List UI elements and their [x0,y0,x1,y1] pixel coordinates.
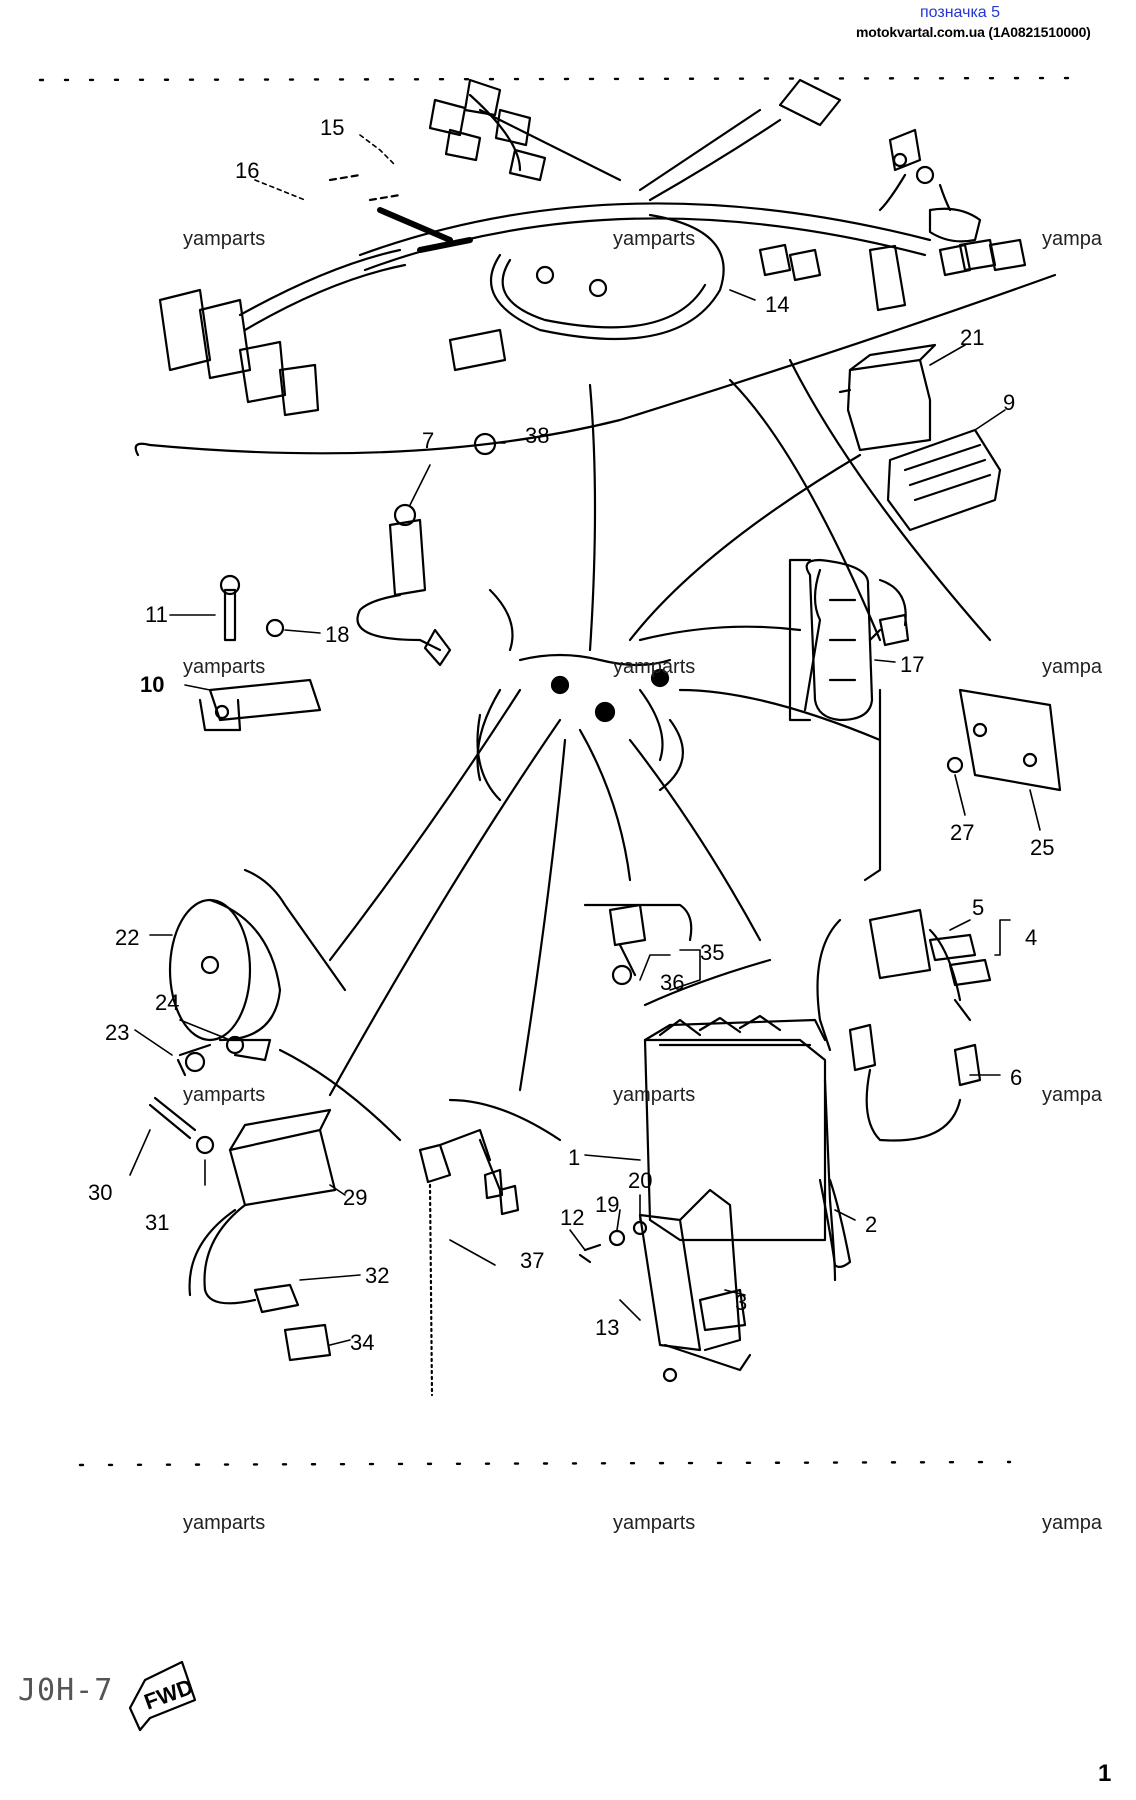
switch-7 [356,503,452,667]
cap-34 [283,1323,332,1362]
label-17: 17 [900,652,924,677]
label-1: 1 [568,1145,580,1170]
battery-bracket [638,1188,752,1383]
label-15: 15 [320,115,344,140]
bolt-12 [578,1243,602,1264]
watermark: yamparts [613,656,696,678]
label-31: 31 [145,1210,169,1235]
header-link[interactable]: позначка 5 [920,4,1001,21]
washer-20 [632,1220,648,1236]
battery-1 [643,1014,837,1282]
label-3: 3 [735,1290,747,1315]
label-10: 10 [140,672,164,697]
watermark: yamparts [183,1084,266,1106]
label-32: 32 [365,1263,389,1288]
bulb-5 [948,958,992,987]
label-4: 4 [1025,925,1037,950]
label-22: 22 [115,925,139,950]
label-34: 34 [350,1330,374,1355]
label-13: 13 [595,1315,619,1340]
fwd-arrow: FWD [128,1660,196,1732]
lamp-assembly [816,908,982,1142]
ignition-coil-29 [188,1108,337,1314]
bolt-30 [148,1096,197,1140]
bolt-24 [225,1035,245,1055]
watermark: yamparts [183,228,266,250]
watermark: yampa [1042,228,1103,250]
watermark: yamparts [613,1084,696,1106]
washer-31 [195,1135,215,1155]
fuse-holder-17 [788,558,910,722]
label-9: 9 [1003,390,1015,415]
sensor-37 [418,1128,520,1397]
label-35: 35 [700,940,724,965]
regulator-9 [886,428,1002,532]
wire-harness [134,78,1057,457]
label-7: 7 [422,428,434,453]
header-subtitle: motokvartal.com.ua (1A0821510000) [856,24,1091,40]
panel-25 [946,688,1062,792]
label-16: 16 [235,158,259,183]
label-30: 30 [88,1180,112,1205]
label-11: 11 [145,602,168,627]
label-2: 2 [865,1212,877,1237]
watermark: yamparts [183,656,266,678]
watermark: yamparts [183,1512,266,1534]
diagram-code: J0H-7 [18,1673,113,1708]
watermark: yamparts [613,228,696,250]
label-12: 12 [560,1205,584,1230]
label-25: 25 [1030,835,1054,860]
label-38: 38 [525,423,549,448]
watermark: yampa [1042,656,1103,678]
label-19: 19 [595,1192,619,1217]
horn-22 [168,898,282,1062]
label-24: 24 [155,990,179,1015]
label-20: 20 [628,1168,652,1193]
label-36: 36 [660,970,684,995]
relay-21 [838,343,937,452]
label-37: 37 [520,1248,544,1273]
page-number: 1 [1098,1760,1112,1787]
label-27: 27 [950,820,974,845]
dotted-border-bottom [78,1460,1012,1467]
label-21: 21 [960,325,984,350]
watermark: yamparts [613,1512,696,1534]
frame-mount-cluster [476,653,684,802]
callout-lines [243,358,992,1142]
washer-19 [608,1229,626,1247]
label-23: 23 [105,1020,129,1045]
bolt-23 [176,1043,212,1077]
watermark: yampa [1042,1084,1103,1106]
washer-38 [473,432,497,456]
label-6: 6 [1010,1065,1022,1090]
leader-lines [129,134,1041,1346]
dotted-border-top [38,76,1082,82]
sensor-35 [608,903,647,986]
part-labels: 15 16 14 21 9 7 38 11 18 10 17 27 25 22 … [88,115,1054,1355]
label-14: 14 [765,292,789,317]
label-18: 18 [325,622,349,647]
bracket-10 [198,574,322,732]
label-5: 5 [972,895,984,920]
label-29: 29 [343,1185,367,1210]
watermark: yampa [1042,1512,1103,1534]
